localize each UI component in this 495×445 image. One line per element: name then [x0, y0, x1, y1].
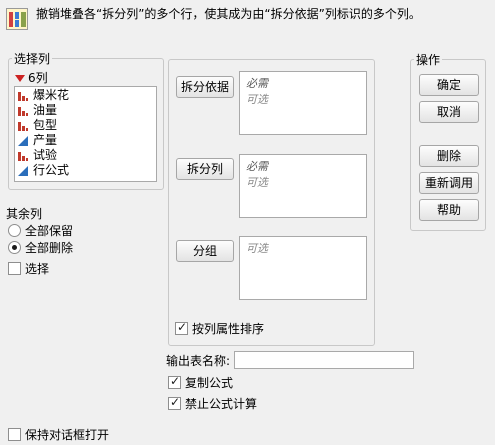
copy-formula-label: 复制公式: [185, 376, 234, 390]
split-by-button[interactable]: 拆分依据: [176, 76, 234, 98]
triangle-blue-icon: [17, 135, 29, 147]
keep-all-radio-row[interactable]: 全部保留: [8, 222, 73, 239]
output-table-name-input[interactable]: [234, 351, 415, 369]
column-item-label: 爆米花: [33, 88, 70, 102]
column-item[interactable]: 包型: [17, 118, 156, 133]
select-checkbox-row[interactable]: 选择: [8, 260, 49, 277]
output-table-name-row: 输出表名称:: [166, 351, 415, 369]
roles-panel: [168, 59, 375, 346]
group-button[interactable]: 分组: [176, 240, 234, 262]
keep-dialog-open-label: 保持对话框打开: [25, 428, 110, 442]
split-cols-button[interactable]: 拆分列: [176, 158, 234, 180]
split-platform-icon: [6, 8, 28, 30]
recall-button-label: 重新调用: [424, 176, 473, 190]
select-label: 选择: [25, 262, 50, 276]
remove-button-label: 删除: [436, 149, 461, 163]
split-cols-optional: 可选: [246, 176, 268, 189]
split-cols-button-label: 拆分列: [186, 162, 223, 176]
help-button-label: 帮助: [436, 203, 461, 217]
keep-dialog-open-checkbox[interactable]: [8, 428, 21, 441]
sort-by-attr-row[interactable]: 按列属性排序: [175, 320, 264, 337]
output-table-name-label: 输出表名称:: [166, 353, 231, 368]
cancel-button[interactable]: 取消: [419, 101, 479, 123]
column-item[interactable]: 产量: [17, 133, 156, 148]
column-item-label: 试验: [33, 148, 58, 162]
split-by-optional: 可选: [246, 93, 268, 106]
split-cols-listbox[interactable]: 必需 可选: [239, 154, 367, 218]
delete-all-label: 全部删除: [25, 241, 74, 255]
columns-listbox[interactable]: 6列 爆米花油量包型产量试验行公式: [14, 71, 157, 182]
split-cols-required: 必需: [246, 160, 268, 173]
column-item-label: 产量: [33, 133, 58, 147]
suppress-formula-checkbox[interactable]: [168, 395, 181, 410]
column-item-label: 包型: [33, 118, 58, 132]
group-listbox[interactable]: 可选: [239, 236, 367, 300]
help-button[interactable]: 帮助: [419, 199, 479, 221]
cancel-button-label: 取消: [436, 105, 461, 119]
dropdown-triangle-icon[interactable]: [15, 75, 25, 82]
column-count-header[interactable]: 6列: [15, 71, 48, 86]
bar-chart-red-icon: [17, 150, 29, 162]
column-item[interactable]: 试验: [17, 148, 156, 163]
delete-all-radio[interactable]: [8, 241, 21, 254]
split-by-required: 必需: [246, 77, 268, 90]
column-count-label: 6列: [28, 71, 48, 85]
delete-all-radio-row[interactable]: 全部删除: [8, 239, 73, 256]
column-item[interactable]: 爆米花: [17, 88, 156, 103]
copy-formula-checkbox[interactable]: [168, 374, 181, 389]
recall-button[interactable]: 重新调用: [419, 172, 479, 194]
column-item[interactable]: 油量: [17, 103, 156, 118]
select-checkbox[interactable]: [8, 262, 21, 275]
keep-all-label: 全部保留: [25, 224, 74, 238]
suppress-formula-label: 禁止公式计算: [185, 397, 258, 411]
ok-button[interactable]: 确定: [419, 74, 479, 96]
select-columns-group: [8, 58, 164, 190]
column-item-label: 行公式: [33, 163, 70, 177]
dialog-description: 撤销堆叠各“拆分列”的多个行，使其成为由“拆分依据”列标识的多个列。: [36, 7, 421, 21]
suppress-formula-row[interactable]: 禁止公式计算: [168, 395, 257, 412]
group-optional: 可选: [246, 242, 268, 255]
select-columns-title: 选择列: [12, 50, 53, 67]
actions-title: 操作: [414, 51, 443, 68]
split-by-button-label: 拆分依据: [180, 80, 229, 94]
split-by-listbox[interactable]: 必需 可选: [239, 71, 367, 135]
actions-group: [410, 59, 486, 231]
column-item[interactable]: 行公式: [17, 163, 156, 178]
remove-button[interactable]: 删除: [419, 145, 479, 167]
bar-chart-red-icon: [17, 120, 29, 132]
copy-formula-row[interactable]: 复制公式: [168, 374, 233, 391]
sort-by-attr-label: 按列属性排序: [192, 322, 265, 336]
bar-chart-red-icon: [17, 90, 29, 102]
triangle-blue-icon: [17, 165, 29, 177]
column-item-label: 油量: [33, 103, 58, 117]
keep-dialog-open-row[interactable]: 保持对话框打开: [8, 426, 109, 443]
group-button-label: 分组: [192, 244, 217, 258]
keep-all-radio[interactable]: [8, 224, 21, 237]
sort-by-attr-checkbox[interactable]: [175, 320, 188, 335]
remaining-columns-title: 其余列: [6, 207, 43, 221]
ok-button-label: 确定: [436, 78, 461, 92]
bar-chart-red-icon: [17, 105, 29, 117]
